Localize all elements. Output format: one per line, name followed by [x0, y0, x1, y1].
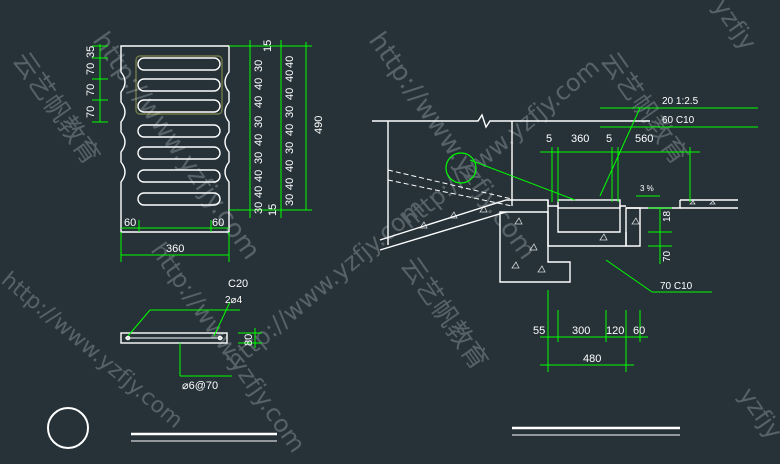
dim-right-a-7: 30 — [253, 152, 265, 164]
grate-section-outline — [120, 332, 228, 344]
dim-5-right: 5 — [606, 133, 612, 145]
dim-right-b-4: 40 — [284, 124, 296, 136]
grate-slot — [137, 192, 221, 206]
grate-slot — [137, 169, 221, 183]
dim-right-b-9: 40 — [284, 56, 296, 68]
grate-concrete-grade: C20 — [228, 278, 248, 290]
grate-section-leaders — [127, 301, 262, 377]
grate-slot — [137, 78, 221, 92]
note-concrete-top: 60 C10 — [662, 115, 695, 126]
dim-bottom-300: 300 — [572, 325, 590, 337]
slope-label: 3 % — [640, 184, 654, 193]
grate-plan-dim-text: 70 70 70 35 15 30 40 40 30 40 30 40 40 3… — [85, 40, 325, 255]
watermark-brand: 云艺帆教育 — [394, 252, 493, 376]
trench-dim-text: 20 1:2.5 60 C10 5 360 5 560 3 % 18 70 70… — [533, 96, 699, 365]
dim-right-a-3: 40 — [253, 78, 265, 90]
dim-right-b-3: 30 — [284, 106, 296, 118]
dim-right-b-2: 40 — [284, 88, 296, 100]
dim-right-b-8: 30 — [284, 194, 296, 206]
dim-bottom-total: 480 — [583, 353, 601, 365]
dim-top-1: 70 — [85, 106, 97, 118]
grate-section-text: C20 2⌀4 80 ⌀6@70 — [182, 278, 255, 392]
grate-depth: 80 — [243, 334, 255, 346]
watermark-url: http://www.yzfjy.com — [86, 27, 266, 266]
watermark-short: yzfjy — [707, 0, 762, 55]
dim-top-4: 35 — [85, 46, 97, 58]
grate-slot — [137, 124, 221, 138]
dim-right-b-6: 40 — [284, 160, 296, 172]
grate-plan-dimensions — [92, 40, 312, 262]
dim-360: 360 — [571, 133, 589, 145]
dim-bottom-120: 120 — [606, 325, 624, 337]
dim-right-b-7: 40 — [284, 178, 296, 190]
grate-bar-spec: 2⌀4 — [225, 295, 243, 306]
dim-right-a-11: 15 — [267, 204, 279, 216]
trench-hatch — [419, 200, 716, 273]
watermark-url: http://www.yzfjy.com — [221, 193, 430, 375]
watermark-url: http://www.yzfjy.com — [0, 267, 187, 433]
trench-grate-cover — [557, 199, 621, 209]
dim-right-a-1: 15 — [262, 40, 274, 52]
dim-total-height: 490 — [313, 116, 325, 134]
dim-560: 560 — [635, 133, 653, 145]
grate-slot — [137, 146, 221, 160]
detail-marker-circle — [47, 407, 89, 449]
trench-base — [499, 211, 571, 283]
dim-right-a-6: 40 — [253, 134, 265, 146]
dim-right-a-9: 40 — [253, 186, 265, 198]
dim-top-3: 70 — [85, 63, 97, 75]
note-base-concrete: 70 C10 — [660, 281, 693, 292]
dim-18: 18 — [662, 210, 673, 222]
trench-section — [372, 113, 738, 283]
dim-right-a-4: 40 — [253, 96, 265, 108]
dim-total-width: 360 — [166, 243, 184, 255]
dim-bottom-60: 60 — [633, 325, 645, 337]
detail-callout-circle — [445, 152, 477, 184]
dim-bottom-right: 60 — [212, 217, 224, 229]
grate-section — [120, 332, 228, 344]
watermark-short: yzfjy — [733, 382, 780, 444]
grate-stirrup-spec: ⌀6@70 — [182, 380, 218, 392]
note-mortar: 20 1:2.5 — [662, 96, 699, 107]
dim-right-a-10: 30 — [253, 202, 265, 214]
trench-dimensions — [469, 107, 758, 372]
dim-bottom-55: 55 — [533, 325, 545, 337]
dim-right-b-5: 30 — [284, 142, 296, 154]
top-break-line — [372, 113, 650, 129]
dim-top-2: 70 — [85, 84, 97, 96]
dim-bottom-left: 60 — [124, 217, 136, 229]
dim-right-a-8: 40 — [253, 170, 265, 182]
grate-slot-highlight — [135, 55, 223, 115]
dim-right-a-2: 30 — [253, 60, 265, 72]
dim-70-right: 70 — [662, 250, 673, 262]
grate-slot — [137, 57, 221, 71]
grate-slot — [137, 99, 221, 113]
dim-5-left: 5 — [546, 133, 552, 145]
dim-right-a-5: 30 — [253, 116, 265, 128]
dim-right-b-1: 40 — [284, 70, 296, 82]
